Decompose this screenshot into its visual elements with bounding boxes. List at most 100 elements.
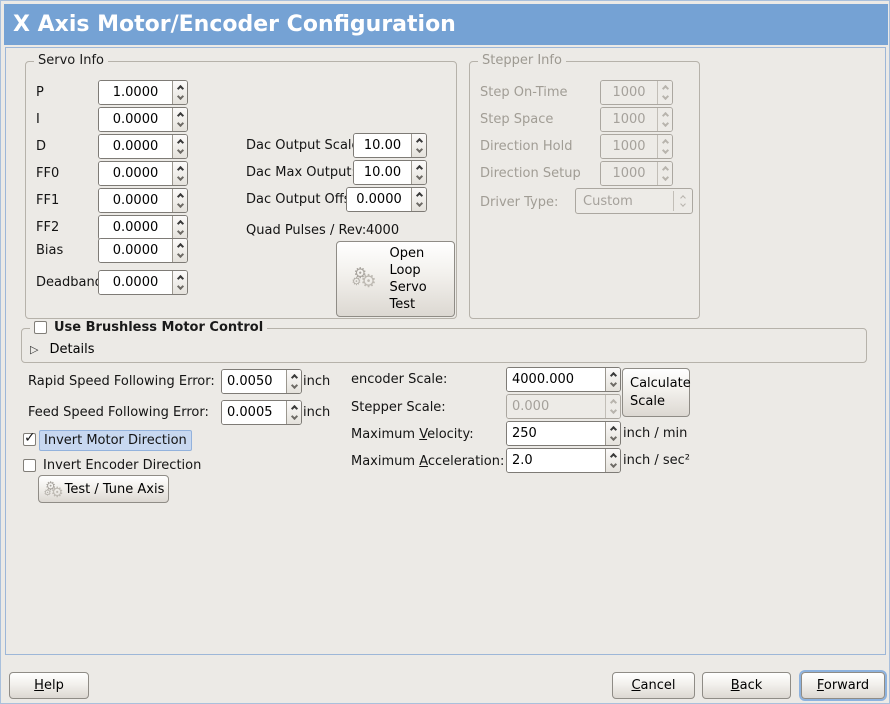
spin-up-button[interactable] [287,370,301,382]
help-button[interactable]: Help [9,672,89,699]
details-expander[interactable]: ▷ Details [30,342,95,357]
ff0-input[interactable] [99,162,172,185]
spin-up-button[interactable] [173,162,187,174]
spin-up-button[interactable] [606,368,620,380]
spin-down-button [606,407,620,419]
driver-type-value: Custom [583,193,633,209]
quad-pulses-value: 4000 [366,223,400,238]
i-input[interactable] [99,108,172,131]
dac-max-output-spinbox [353,160,427,185]
forward-button[interactable]: Forward [801,672,885,699]
spin-down-button[interactable] [412,200,426,212]
spin-down-button [658,174,672,186]
spin-up-button [658,162,672,174]
d-input[interactable] [99,135,172,158]
bias-spinbox [98,238,188,263]
invert-motor-label[interactable]: Invert Motor Direction [39,430,192,451]
spin-down-button [658,120,672,132]
spin-up-button[interactable] [606,449,620,461]
spin-steppers [605,368,620,391]
spin-down-button[interactable] [173,174,187,186]
spin-down-button[interactable] [173,283,187,295]
direction-hold-label: Direction Hold [480,139,573,154]
dac-max-output-label: Dac Max Output: [246,165,356,180]
bias-label: Bias [36,243,64,258]
stepper-scale-spinbox [506,394,621,419]
cancel-button[interactable]: Cancel [612,672,695,699]
encoder-scale-input[interactable] [507,368,605,391]
spin-down-button[interactable] [606,461,620,473]
direction-setup-label: Direction Setup [480,166,581,181]
spin-down-button[interactable] [173,201,187,213]
invert-encoder-checkbox[interactable] [23,459,36,472]
spin-steppers [657,135,672,158]
deadband-label: Deadband [36,275,103,290]
spin-up-button[interactable] [173,239,187,251]
ff2-input[interactable] [99,216,172,239]
dac-output-scale-label: Dac Output Scale: [246,138,364,153]
ff1-label: FF1 [36,193,60,208]
spin-up-button [658,81,672,93]
spin-up-button[interactable] [173,108,187,120]
max-accel-input[interactable] [507,449,605,472]
deadband-spinbox [98,270,188,295]
spin-up-button[interactable] [173,216,187,228]
spin-down-button[interactable] [287,413,301,425]
max-velocity-input[interactable] [507,422,605,445]
p-input[interactable] [99,81,172,104]
spin-down-button[interactable] [606,434,620,446]
spin-up-button[interactable] [173,271,187,283]
spin-down-button[interactable] [287,382,301,394]
spin-up-button[interactable] [412,188,426,200]
feed-following-error-input[interactable] [222,401,286,424]
max-velocity-unit: inch / min [623,426,688,441]
step-space-spinbox [600,107,673,132]
back-button[interactable]: Back [702,672,791,699]
ff2-label: FF2 [36,220,60,235]
dac-output-scale-spinbox [353,133,427,158]
use-brushless-checkbox[interactable] [34,321,47,334]
feed-following-error-spinbox [221,400,302,425]
spin-down-button[interactable] [606,380,620,392]
direction-hold-spinbox [600,134,673,159]
invert-encoder-label[interactable]: Invert Encoder Direction [43,458,202,473]
spin-steppers [657,108,672,131]
rapid-following-error-spinbox [221,369,302,394]
deadband-input[interactable] [99,271,172,294]
p-spinbox [98,80,188,105]
calculate-scale-label: Calculate Scale [630,375,691,409]
dac-output-offset-input[interactable] [347,188,411,211]
spin-up-button[interactable] [287,401,301,413]
stepper-info-frame: Stepper Info Step On-Time Step Space Dir… [469,53,700,319]
spin-up-button[interactable] [173,189,187,201]
spin-down-button[interactable] [173,251,187,263]
spin-up-button[interactable] [173,135,187,147]
use-brushless-label[interactable]: Use Brushless Motor Control [54,320,264,335]
spin-down-button[interactable] [412,173,426,185]
spin-down-button [658,93,672,105]
spin-up-button [658,135,672,147]
rapid-following-error-input[interactable] [222,370,286,393]
spin-up-button[interactable] [173,81,187,93]
stepper-scale-label: Stepper Scale: [351,400,446,415]
direction-setup-input [601,162,657,185]
spin-up-button[interactable] [412,134,426,146]
test-tune-axis-label: Test / Tune Axis [64,481,165,497]
invert-motor-checkbox[interactable]: ✓ [23,430,36,446]
spin-steppers [172,108,187,131]
spin-down-button[interactable] [412,146,426,158]
open-loop-servo-test-button[interactable]: ⚙⚙⚙ Open Loop Servo Test [336,241,455,317]
ff1-input[interactable] [99,189,172,212]
calculate-scale-button[interactable]: Calculate Scale [622,368,691,417]
spin-up-button[interactable] [412,161,426,173]
dac-output-scale-input[interactable] [354,134,411,157]
spin-down-button[interactable] [173,93,187,105]
spin-down-button[interactable] [173,120,187,132]
bias-input[interactable] [99,239,172,262]
dac-max-output-input[interactable] [354,161,411,184]
gears-icon: ⚙⚙⚙ [351,264,377,292]
spin-down-button[interactable] [173,147,187,159]
spin-up-button[interactable] [606,422,620,434]
test-tune-axis-button[interactable]: ⚙⚙⚙ Test / Tune Axis [38,475,169,503]
